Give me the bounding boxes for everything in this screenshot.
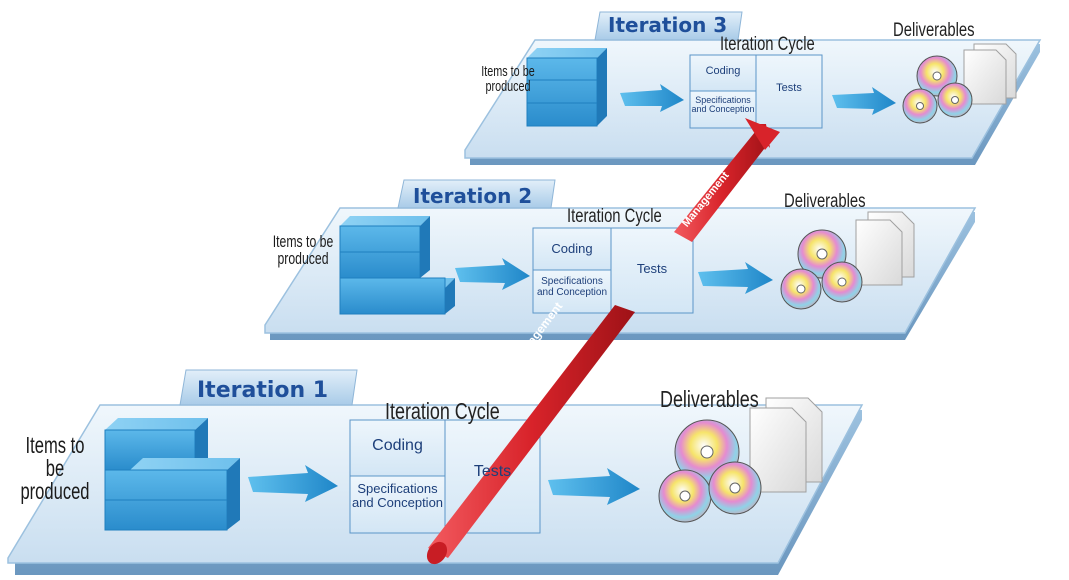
flow-arrow-2b [698, 262, 773, 294]
iteration-2-coding-label: Coding [551, 241, 593, 256]
iteration-3-tab-label: Iteration 3 [608, 13, 728, 37]
deliverables-2 [780, 211, 915, 310]
iteration-3-tests-label: Tests [776, 82, 802, 94]
iteration-2-deliverables-label: Deliverables [784, 191, 866, 212]
iteration-2-tab-label: Iteration 2 [413, 184, 533, 208]
flow-arrow-3b [832, 87, 896, 115]
iteration-2-spec-label: Specifications and Conception [536, 276, 608, 298]
iteration-1-coding-label: Coding [372, 437, 423, 454]
cycle-box-2 [532, 227, 694, 314]
iteration-1-items-label: Items to be produced [20, 432, 90, 504]
items-blocks-1 [104, 418, 240, 531]
flow-arrow-3a [620, 84, 684, 112]
iteration-1-cycle-label: Iteration Cycle [385, 398, 500, 424]
iteration-3-spec-label: Specifications and Conception [691, 95, 755, 115]
items-blocks-2 [339, 216, 455, 315]
cycle-box-3 [689, 54, 823, 129]
iteration-3-items-label: Items to be produced [481, 63, 535, 95]
iteration-3-cycle-label: Iteration Cycle [720, 34, 815, 55]
iteration-1-spec-label: Specifications and Conception [351, 481, 444, 510]
items-blocks-3 [526, 48, 607, 127]
iteration-2-items-label: Items to be produced [272, 232, 334, 268]
iteration-3-coding-label: Coding [705, 65, 741, 77]
deliverables-3 [902, 43, 1017, 124]
management-arrow [426, 118, 780, 565]
deliverables-1 [658, 397, 823, 523]
iteration-1-deliverables-label: Deliverables [660, 386, 759, 412]
flow-arrow-1a [248, 465, 338, 502]
iteration-1-tab-label: Iteration 1 [197, 378, 329, 403]
iteration-1-tests-label: Tests [473, 463, 512, 480]
flow-arrow-2a [455, 258, 530, 290]
flow-arrow-1b [548, 468, 640, 505]
iteration-3-deliverables-label: Deliverables [893, 20, 975, 41]
iteration-2-cycle-label: Iteration Cycle [567, 206, 662, 227]
iteration-2-tests-label: Tests [636, 261, 668, 276]
